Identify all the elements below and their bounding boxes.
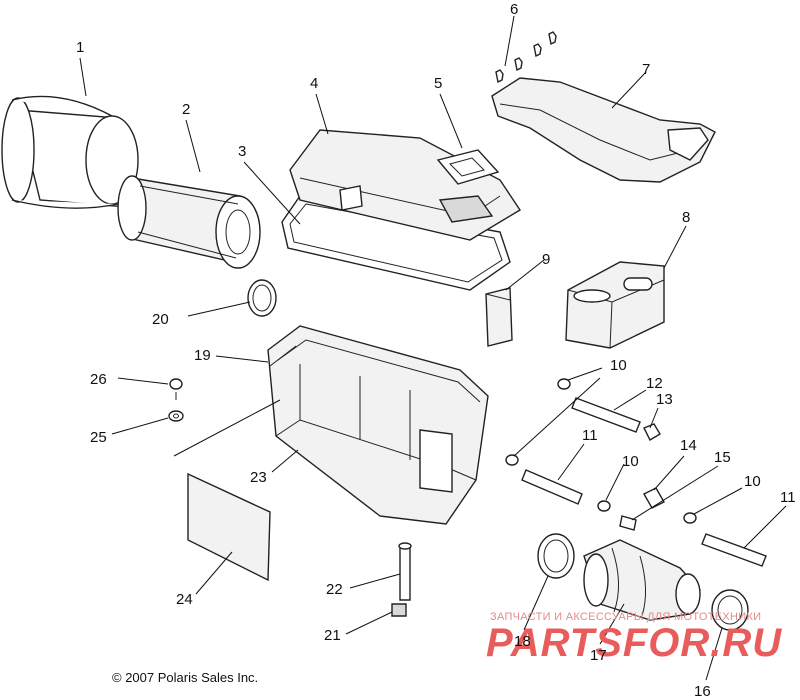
callout-9: 9 bbox=[542, 251, 550, 268]
part-11-rod-a[interactable] bbox=[521, 469, 583, 505]
part-25-washer[interactable] bbox=[168, 410, 184, 422]
copyright-notice: © 2007 Polaris Sales Inc. bbox=[112, 670, 258, 685]
watermark-brand: PARTSFOR.RU bbox=[486, 621, 782, 665]
part-13-clip[interactable] bbox=[643, 423, 661, 441]
callout-8: 8 bbox=[682, 209, 690, 226]
part-21-drain-plug[interactable] bbox=[391, 603, 407, 617]
watermark-tagline: ЗАПЧАСТИ И АКСЕССУАРЫ ДЛЯ МОТОТЕХНИКИ bbox=[490, 611, 761, 623]
callout-23: 23 bbox=[250, 469, 267, 486]
callout-26: 26 bbox=[90, 371, 107, 388]
part-1-prefilter[interactable] bbox=[1, 95, 141, 209]
callout-21: 21 bbox=[324, 627, 341, 644]
callout-22: 22 bbox=[326, 581, 343, 598]
callout-1: 1 bbox=[76, 39, 84, 56]
watermark: ЗАПЧАСТИ И АКСЕССУАРЫ ДЛЯ МОТОТЕХНИКИ PA… bbox=[486, 611, 782, 665]
part-24-foam-sheet[interactable] bbox=[187, 472, 271, 582]
part-3-gasket[interactable] bbox=[281, 195, 511, 291]
part-10-grommet-d[interactable] bbox=[683, 512, 697, 524]
callout-20: 20 bbox=[152, 311, 169, 328]
callout-7: 7 bbox=[642, 61, 650, 78]
callout-5: 5 bbox=[434, 75, 442, 92]
leader-lines bbox=[79, 15, 787, 681]
part-18-clamp-ring[interactable] bbox=[537, 533, 575, 579]
part-6-screws[interactable] bbox=[495, 31, 557, 84]
callout-labels: 1 2 3 4 5 6 7 8 9 10 10 10 11 11 12 13 1… bbox=[76, 1, 796, 700]
part-2-filter-element[interactable] bbox=[117, 175, 261, 269]
part-9-foam-strip[interactable] bbox=[485, 287, 513, 347]
callout-10-top: 10 bbox=[610, 357, 627, 374]
part-20-clamp[interactable] bbox=[247, 279, 277, 317]
part-10-grommet-b[interactable] bbox=[505, 454, 519, 466]
callout-3: 3 bbox=[238, 143, 246, 160]
callout-16: 16 bbox=[694, 683, 711, 700]
part-4-airbox-cover[interactable] bbox=[289, 129, 521, 241]
callout-15: 15 bbox=[714, 449, 731, 466]
callout-4: 4 bbox=[310, 75, 318, 92]
part-22-drain-tube[interactable] bbox=[398, 542, 412, 601]
callout-14: 14 bbox=[680, 437, 697, 454]
callout-18: 18 bbox=[514, 633, 531, 650]
callout-2: 2 bbox=[182, 101, 190, 118]
callout-17: 17 bbox=[590, 647, 607, 664]
callout-13: 13 bbox=[656, 391, 673, 408]
part-5-cover-plate[interactable] bbox=[436, 149, 500, 185]
callout-25: 25 bbox=[90, 429, 107, 446]
callout-11-middle: 11 bbox=[582, 427, 598, 444]
part-12-rod[interactable] bbox=[571, 397, 641, 433]
part-10-grommet-c[interactable] bbox=[597, 500, 611, 512]
callout-11-right: 11 bbox=[780, 489, 796, 506]
callout-24: 24 bbox=[176, 591, 193, 608]
part-10-grommet-a[interactable] bbox=[557, 378, 571, 390]
part-26-grommet[interactable] bbox=[169, 378, 183, 400]
part-8-foam-block[interactable] bbox=[565, 261, 665, 349]
callout-10-middle: 10 bbox=[622, 453, 639, 470]
part-17-intake-boot[interactable] bbox=[583, 539, 701, 621]
callout-19: 19 bbox=[194, 347, 211, 364]
callout-12: 12 bbox=[646, 375, 663, 392]
part-11-rod-b[interactable] bbox=[701, 533, 767, 567]
callout-6: 6 bbox=[510, 1, 518, 18]
part-15-spacer[interactable] bbox=[619, 515, 637, 531]
part-23-airbox-housing[interactable] bbox=[267, 325, 489, 525]
part-7-intake-duct[interactable] bbox=[491, 77, 716, 183]
part-14-clip[interactable] bbox=[643, 487, 665, 509]
callout-10-right: 10 bbox=[744, 473, 761, 490]
part-16-clamp[interactable] bbox=[711, 589, 749, 631]
